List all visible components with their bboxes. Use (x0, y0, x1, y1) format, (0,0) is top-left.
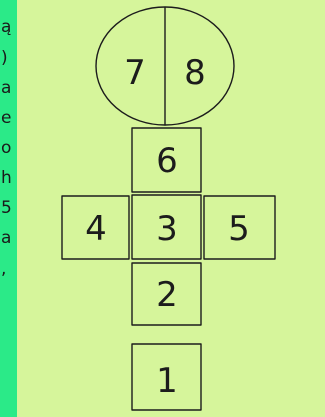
cell-label-8: 8 (184, 53, 206, 93)
text-fragment: e (1, 103, 11, 133)
cropped-text-column: ą ) a e o h 5 a , (0, 0, 17, 417)
cell-label-2: 2 (156, 275, 178, 315)
cell-label-1: 1 (156, 361, 178, 401)
hopscotch-drawing: 7 8 6 4 3 5 2 1 (17, 0, 325, 417)
cell-label-4: 4 (85, 209, 107, 249)
text-fragment: , (1, 254, 6, 284)
cell-label-6: 6 (156, 141, 178, 181)
text-fragment: a (1, 223, 11, 253)
text-fragment: a (1, 73, 11, 103)
text-fragment: h (1, 163, 12, 193)
text-fragment: o (1, 133, 11, 163)
hopscotch-svg: 7 8 6 4 3 5 2 1 (17, 0, 325, 417)
text-fragment: ) (1, 43, 8, 73)
text-fragment: ą (1, 12, 11, 42)
cell-label-7: 7 (124, 53, 146, 93)
text-fragment: 5 (1, 193, 12, 223)
cell-label-3: 3 (156, 209, 178, 249)
cell-label-5: 5 (228, 209, 250, 249)
